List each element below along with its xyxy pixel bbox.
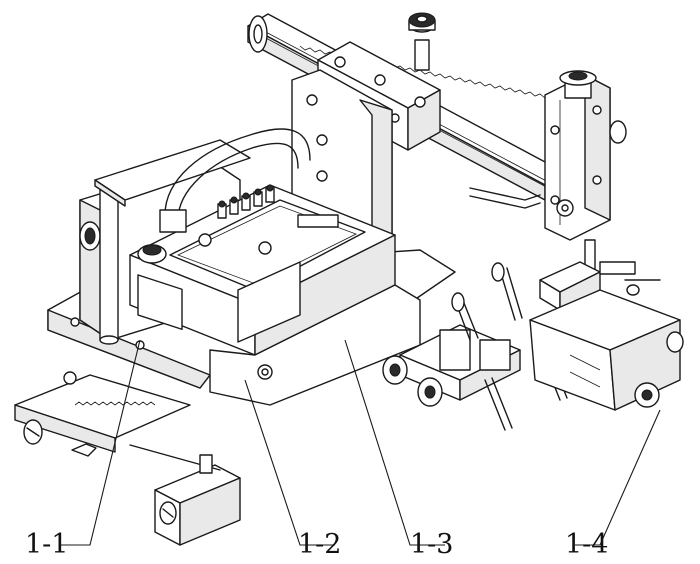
left-support-post [99, 189, 119, 345]
magnet-block [129, 444, 241, 546]
vertical-slide [544, 70, 627, 286]
leader-1-1 [60, 339, 141, 546]
left-tray [94, 139, 251, 207]
carry-handle [159, 128, 311, 233]
coupling-arm [469, 187, 574, 217]
callout-1-1: 1-1 [25, 529, 68, 560]
torch-clamp-assembly [382, 324, 521, 407]
cable-gland [137, 244, 167, 264]
top-adjust-knob [408, 12, 436, 71]
leader-1-4 [575, 409, 661, 546]
callout-1-2: 1-2 [298, 529, 341, 560]
callout-labels: 1-1 1-2 1-3 1-4 [25, 529, 608, 560]
bottom-rail [14, 371, 191, 457]
callout-1-3: 1-3 [410, 529, 453, 560]
leader-lines [60, 339, 661, 546]
lower-carriage [209, 284, 421, 406]
leader-1-2 [244, 379, 335, 546]
callout-1-4: 1-4 [565, 529, 608, 560]
leader-1-3 [344, 339, 445, 546]
panel-buttons [198, 184, 339, 255]
oscillator-box [529, 289, 684, 411]
